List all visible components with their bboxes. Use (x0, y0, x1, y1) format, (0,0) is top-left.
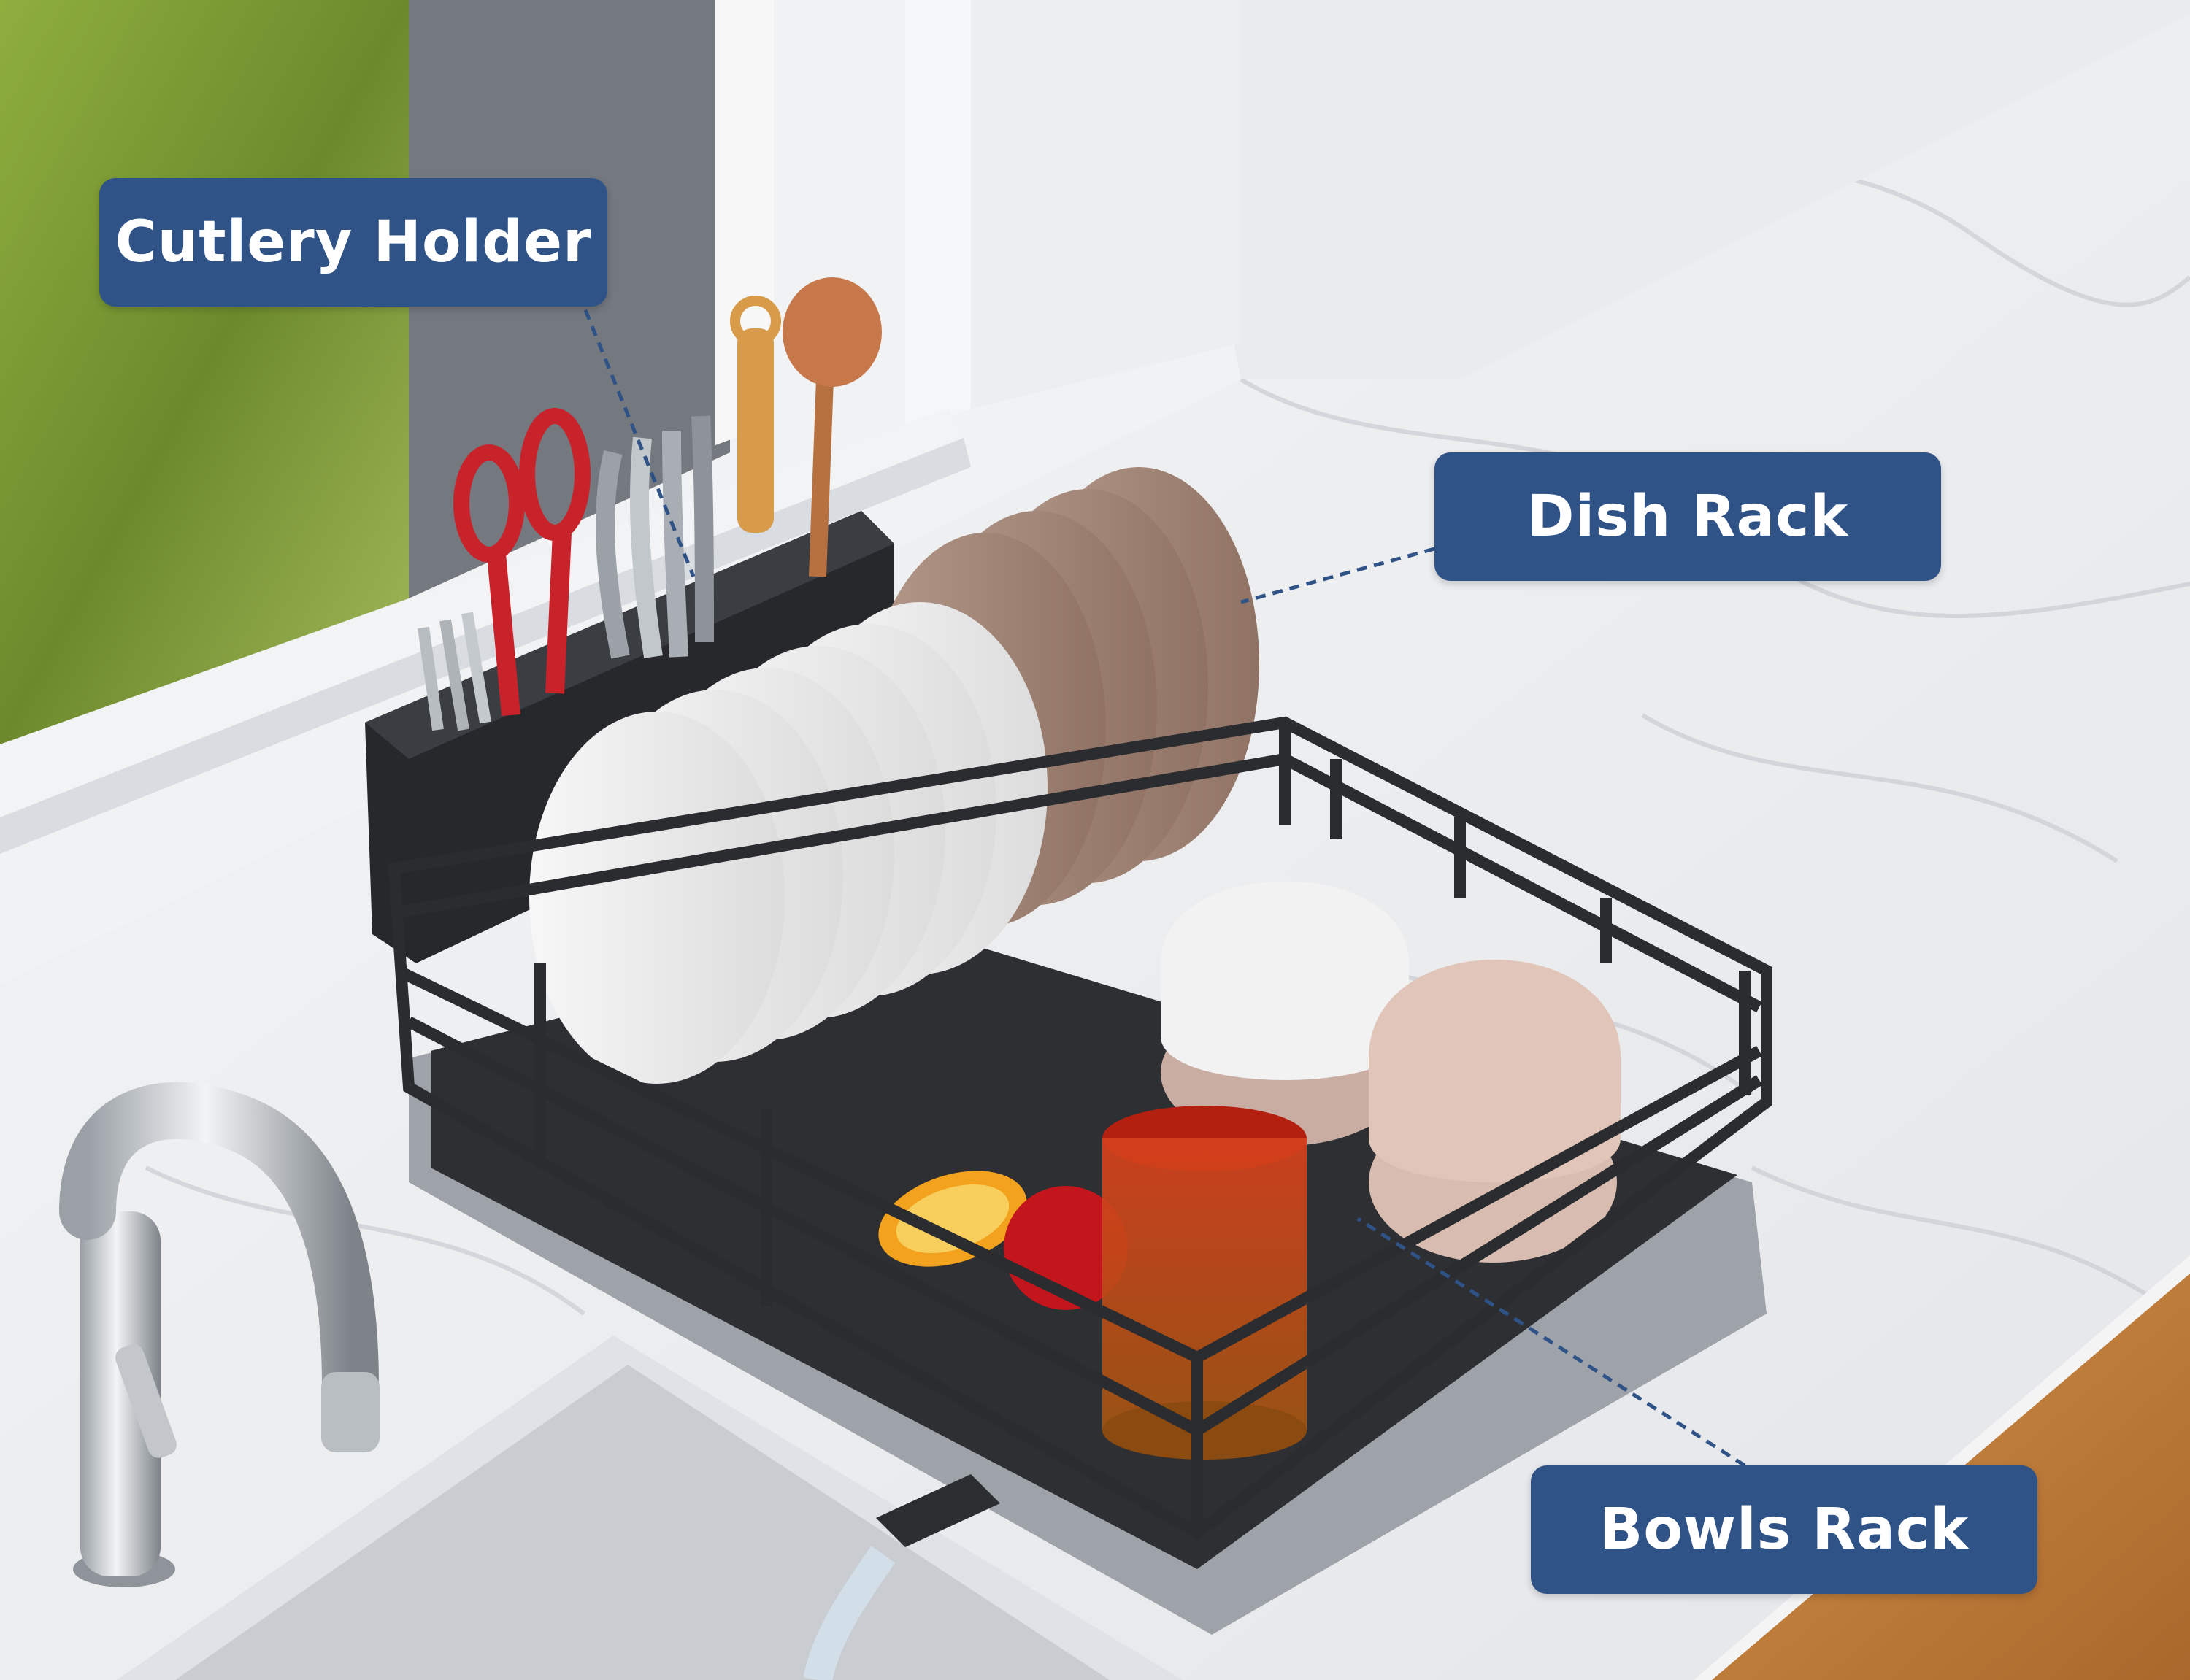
water-stream (803, 1546, 896, 1680)
rack-frame (388, 716, 1772, 1540)
bowls-rack-label: Bowls Rack (1531, 1465, 2037, 1594)
sink-basin (175, 1365, 1110, 1680)
utensils (418, 277, 882, 731)
window-sill (0, 409, 964, 817)
wall-panel (971, 0, 1241, 409)
window-frame-right (905, 0, 971, 431)
orange-slice (878, 1171, 1027, 1267)
leader-lines (583, 309, 1746, 1468)
tray-spout (876, 1474, 1000, 1547)
dish-rack-label: Dish Rack (1434, 452, 1941, 581)
bowls (1161, 881, 1621, 1263)
window-sill-shadow (0, 438, 971, 854)
glass (1102, 1106, 1307, 1460)
wall-right (1168, 0, 2190, 379)
cutlery-holder-label: Cutlery Holder (99, 178, 607, 307)
faucet (59, 1082, 380, 1587)
